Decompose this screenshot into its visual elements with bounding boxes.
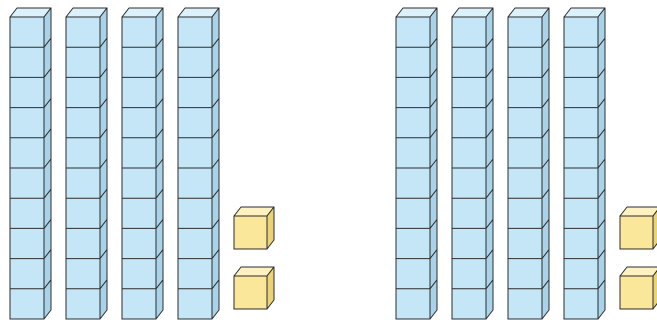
rod-unit-side-line [485,219,494,229]
cube-top-face [619,206,657,217]
rod-unit-side-line [597,128,606,139]
rod-unit-side-line [99,219,108,229]
rod-unit-side-line [541,128,550,139]
rod-unit-side-line [99,98,108,108]
rod-unit-side-line [43,68,52,78]
rod-unit-side-line [429,158,438,169]
rod-unit-side-line [99,37,108,48]
rod-unit-side-line [155,37,164,48]
rod-unit-side-line [429,68,438,78]
rod-unit-side-line [485,98,494,108]
rod-unit-side-line [211,188,220,199]
rod-unit-side-line [597,37,606,48]
rod-unit-side-line [485,279,494,290]
rod-unit-side-line [99,128,108,139]
cube-front-face [233,215,268,250]
rod-unit-side-line [155,98,164,108]
rod-unit-side-line [43,98,52,108]
rod-unit-side-line [597,188,606,199]
rod-unit-side-line [429,219,438,229]
rod-unit-side-line [155,249,164,259]
cube-front-face [619,275,654,310]
cube-top-face [619,266,657,277]
rod-unit-side-line [541,188,550,199]
rod-unit-side-line [597,158,606,169]
rod-unit-side-line [99,279,108,290]
block-group-1 [9,7,275,320]
tens-rod [395,7,438,320]
rod-unit-side-line [485,188,494,199]
rod-unit-side-line [485,249,494,259]
rod-unit-side-line [43,249,52,259]
cube-front-face [233,275,268,310]
rod-unit-side-line [211,219,220,229]
rod-unit-side-line [429,98,438,108]
rod-unit-side-line [541,249,550,259]
ones-cube [619,206,657,250]
rod-unit-side-line [99,188,108,199]
rod-unit-side-line [541,37,550,48]
rod-unit-side-line [211,68,220,78]
rod-unit-side-line [541,68,550,78]
rod-unit-side-line [211,249,220,259]
ones-cube [233,206,275,250]
rod-unit-side-line [541,279,550,290]
rod-unit-side-line [485,158,494,169]
rod-unit-side-line [211,37,220,48]
ones-cube [619,266,657,310]
rod-unit-side-line [597,98,606,108]
rod-unit-side-line [43,279,52,290]
tens-rod [65,7,108,320]
tens-rod [451,7,494,320]
rod-unit-side-line [43,188,52,199]
rod-unit-side-line [541,98,550,108]
rod-unit-side-line [43,158,52,169]
rod-unit-side-line [155,279,164,290]
cube-front-face [619,215,654,250]
rod-unit-side-line [597,249,606,259]
rod-unit-side-line [43,128,52,139]
tens-rod [507,7,550,320]
rod-unit-side-line [155,219,164,229]
rod-unit-side-line [429,188,438,199]
rod-unit-side-line [211,158,220,169]
tens-rod [9,7,52,320]
block-group-2 [395,7,657,320]
tens-rod [121,7,164,320]
rod-unit-side-line [43,219,52,229]
rod-unit-side-line [155,128,164,139]
rod-unit-side-line [43,37,52,48]
rod-unit-side-line [429,279,438,290]
tens-rod [563,7,606,320]
rod-unit-side-line [597,68,606,78]
rod-unit-side-line [597,219,606,229]
rod-unit-side-line [211,279,220,290]
rod-unit-side-line [99,68,108,78]
rod-unit-side-line [99,249,108,259]
rod-unit-side-line [485,128,494,139]
rod-unit-side-line [597,279,606,290]
rod-unit-side-line [155,68,164,78]
rod-unit-side-line [211,128,220,139]
rod-unit-side-line [485,68,494,78]
rod-unit-side-line [211,98,220,108]
rod-unit-side-line [155,158,164,169]
ones-cube [233,266,275,310]
rod-unit-side-line [99,158,108,169]
rod-unit-side-line [429,128,438,139]
rod-unit-side-line [155,188,164,199]
rod-unit-side-line [429,249,438,259]
rod-unit-side-line [541,158,550,169]
rod-unit-side-line [541,219,550,229]
rod-unit-side-line [485,37,494,48]
rod-unit-side-line [429,37,438,48]
tens-rod [177,7,220,320]
